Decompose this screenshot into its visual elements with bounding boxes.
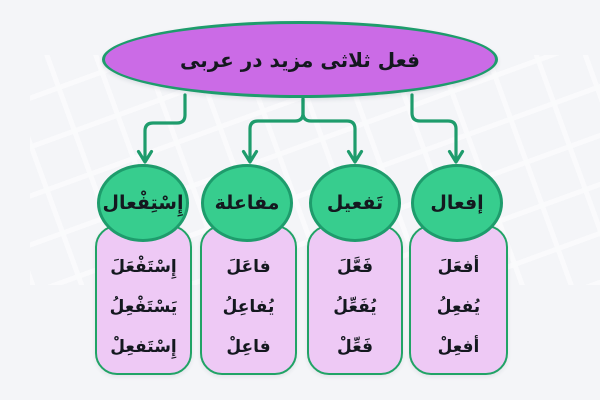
arrow-to-node-1 (143, 93, 187, 161)
form-present: يَسْتَفْعِلُ (109, 297, 178, 317)
form-past: فاعَلَ (226, 257, 271, 277)
arrow-to-node-2 (248, 97, 305, 161)
forms-box-istifal: إِسْتَفْعَلَ يَسْتَفْعِلُ إِسْتَفعِلْ (95, 225, 192, 375)
form-past: إِسْتَفْعَلَ (110, 257, 177, 277)
node-label-mufaala: مفاعلة (214, 192, 280, 214)
node-istifal: إِسْتِفْعال (97, 164, 189, 242)
arrowhead-3 (346, 149, 364, 164)
node-tafil: تَفعيل (309, 164, 401, 242)
form-present: يُفَعِّلُ (333, 297, 377, 317)
forms-box-mufaala: فاعَلَ يُفاعِلُ فاعِلْ (200, 225, 297, 375)
arrow-to-node-4 (410, 93, 458, 161)
arrow-to-node-3 (301, 97, 357, 161)
form-imperative: فَعِّلْ (337, 337, 373, 357)
form-present: يُفاعِلُ (222, 297, 275, 317)
forms-box-ifal: أفعَلَ يُفعِلُ أفعِلْ (409, 225, 508, 375)
arrowhead-2 (241, 149, 259, 164)
form-imperative: فاعِلْ (226, 337, 271, 357)
diagram-title: فعل ثلاثی مزید در عربی (179, 47, 421, 72)
node-ifal: إفعال (411, 164, 503, 242)
node-label-istifal: إِسْتِفْعال (102, 192, 184, 214)
root-node: فعل ثلاثی مزید در عربی (102, 21, 498, 98)
node-label-ifal: إفعال (430, 192, 484, 214)
form-imperative: إِسْتَفعِلْ (110, 337, 177, 357)
form-imperative: أفعِلْ (437, 337, 480, 357)
forms-box-tafil: فَعَّلَ يُفَعِّلُ فَعِّلْ (307, 225, 403, 375)
node-label-tafil: تَفعيل (326, 192, 384, 214)
form-past: فَعَّلَ (337, 257, 373, 277)
arrowhead-4 (447, 149, 465, 164)
form-past: أفعَلَ (437, 257, 480, 277)
arrowhead-1 (136, 149, 154, 164)
node-mufaala: مفاعلة (201, 164, 293, 242)
form-present: يُفعِلُ (436, 297, 481, 317)
